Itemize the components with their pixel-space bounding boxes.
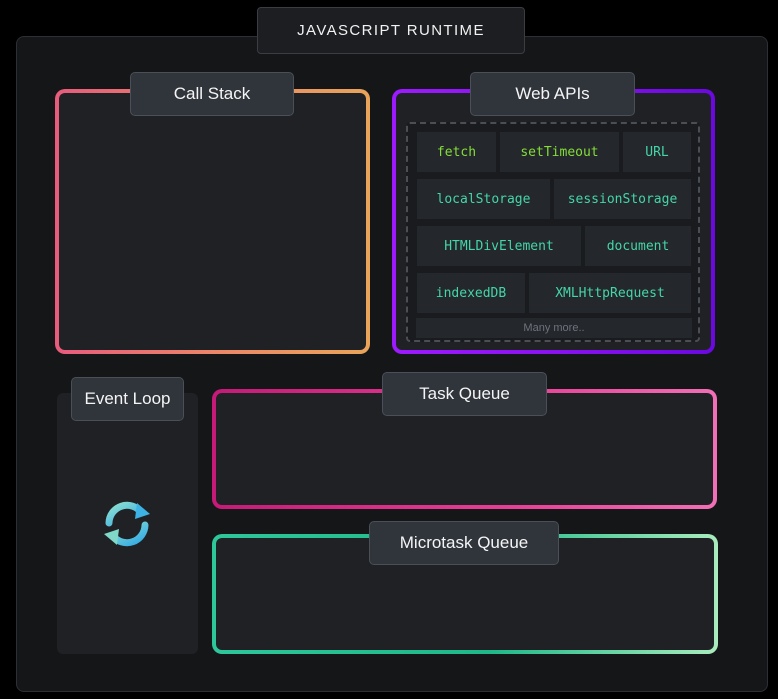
call-stack-panel — [55, 89, 370, 354]
api-htmldivelement: HTMLDivElement — [416, 225, 582, 267]
microtask-queue-label: Microtask Queue — [369, 521, 559, 565]
refresh-icon — [104, 501, 150, 547]
api-indexeddb: indexedDB — [416, 272, 526, 314]
api-xmlhttprequest: XMLHttpRequest — [528, 272, 692, 314]
api-localstorage: localStorage — [416, 178, 551, 220]
api-sessionstorage: sessionStorage — [553, 178, 692, 220]
runtime-title: JAVASCRIPT RUNTIME — [257, 7, 525, 54]
call-stack-label: Call Stack — [130, 72, 294, 116]
call-stack-body — [59, 93, 366, 350]
api-settimeout: setTimeout — [499, 131, 620, 173]
many-more-note: Many more.. — [416, 318, 692, 338]
api-url: URL — [622, 131, 692, 173]
task-queue-label: Task Queue — [382, 372, 547, 416]
api-document: document — [584, 225, 692, 267]
web-apis-label: Web APIs — [470, 72, 635, 116]
event-loop-label: Event Loop — [71, 377, 184, 421]
event-loop-panel — [57, 393, 198, 654]
api-fetch: fetch — [416, 131, 497, 173]
